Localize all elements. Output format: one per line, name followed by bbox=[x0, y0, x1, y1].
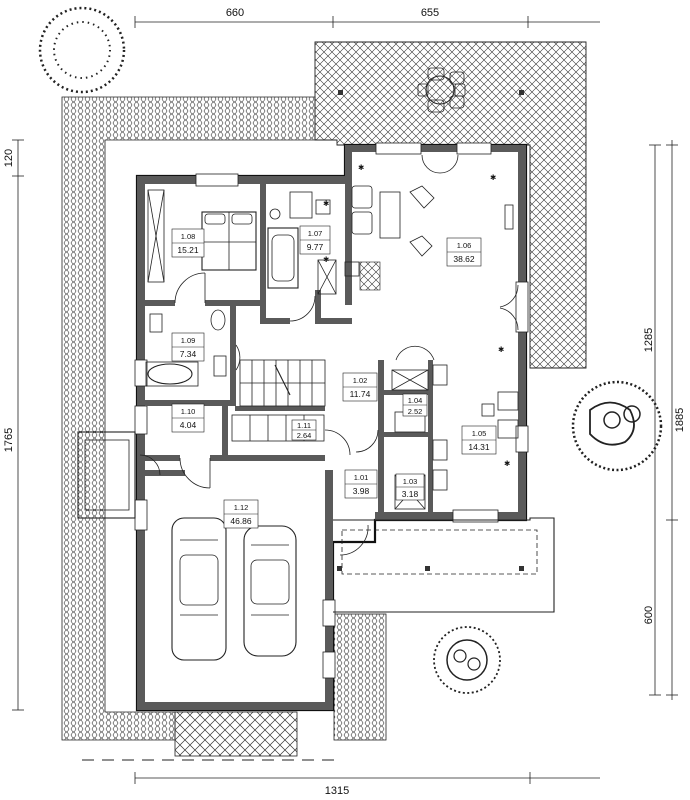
tree-top-left bbox=[38, 6, 126, 94]
svg-text:1.07: 1.07 bbox=[308, 229, 323, 238]
svg-text:✱: ✱ bbox=[498, 345, 505, 354]
svg-text:1.11: 1.11 bbox=[297, 421, 311, 430]
entrance-herringbone bbox=[174, 711, 298, 757]
dimension-lines bbox=[12, 16, 678, 784]
room-label-1-02: 1.02 11.74 bbox=[342, 372, 378, 402]
svg-text:✱: ✱ bbox=[358, 163, 365, 172]
svg-text:1.04: 1.04 bbox=[408, 396, 423, 405]
tree-bottom bbox=[433, 626, 501, 694]
svg-text:1.10: 1.10 bbox=[181, 407, 196, 416]
paving-right-bottom bbox=[333, 613, 387, 741]
svg-text:1.08: 1.08 bbox=[181, 232, 196, 241]
doors bbox=[139, 154, 519, 556]
svg-text:1.12: 1.12 bbox=[234, 503, 249, 512]
room-label-1-01: 1.01 3.98 bbox=[344, 469, 378, 499]
building-walls bbox=[134, 142, 529, 712]
svg-text:✱: ✱ bbox=[323, 199, 330, 208]
room-label-1-03: 1.03 3.18 bbox=[395, 473, 425, 501]
room-label-1-05: 1.05 14.31 bbox=[461, 425, 497, 455]
svg-text:1.03: 1.03 bbox=[403, 477, 418, 486]
svg-text:✱: ✱ bbox=[323, 255, 330, 264]
svg-text:2.52: 2.52 bbox=[408, 407, 423, 416]
svg-text:3.98: 3.98 bbox=[353, 486, 370, 496]
car-left bbox=[171, 517, 227, 661]
room-label-1-12: 1.12 46.86 bbox=[223, 499, 259, 529]
furniture: ✱ ✱ ✱ ✱ ✱ ✱ bbox=[145, 163, 519, 510]
svg-text:1.09: 1.09 bbox=[181, 336, 196, 345]
side-walkway bbox=[77, 431, 136, 519]
room-label-1-11: 1.11 2.64 bbox=[291, 419, 317, 441]
svg-text:3.18: 3.18 bbox=[402, 489, 419, 499]
dim-bottom-total: 1315 bbox=[325, 785, 349, 797]
dim-top-right: 655 bbox=[421, 7, 439, 19]
dim-left-main: 1765 bbox=[3, 428, 15, 452]
svg-text:✱: ✱ bbox=[490, 173, 497, 182]
svg-text:1.06: 1.06 bbox=[457, 241, 472, 250]
svg-text:9.77: 9.77 bbox=[307, 242, 324, 252]
dim-left-top: 120 bbox=[3, 149, 15, 167]
svg-text:1.01: 1.01 bbox=[354, 473, 369, 482]
svg-text:1.02: 1.02 bbox=[353, 376, 368, 385]
room-label-1-07: 1.07 9.77 bbox=[299, 225, 331, 255]
svg-text:4.04: 4.04 bbox=[180, 420, 197, 430]
svg-text:14.31: 14.31 bbox=[468, 442, 490, 452]
terrace-crosshatch bbox=[314, 41, 587, 369]
tree-right bbox=[571, 380, 663, 472]
svg-text:7.34: 7.34 bbox=[180, 349, 197, 359]
room-label-1-04: 1.04 2.52 bbox=[402, 393, 428, 417]
interior-walls bbox=[145, 184, 433, 515]
car-right bbox=[243, 525, 297, 657]
room-label-1-06: 1.06 38.62 bbox=[446, 237, 482, 267]
svg-text:11.74: 11.74 bbox=[350, 389, 371, 399]
stairs bbox=[231, 359, 326, 442]
room-label-1-10: 1.10 4.04 bbox=[171, 403, 205, 433]
svg-text:15.21: 15.21 bbox=[177, 245, 199, 255]
porch bbox=[333, 517, 555, 613]
svg-text:2.64: 2.64 bbox=[297, 431, 312, 440]
dim-top-left: 660 bbox=[226, 7, 244, 19]
dim-right-lower: 600 bbox=[643, 606, 655, 624]
dim-right-total: 1885 bbox=[674, 408, 686, 432]
svg-text:46.86: 46.86 bbox=[230, 516, 252, 526]
svg-text:1.05: 1.05 bbox=[472, 429, 487, 438]
dim-right-upper: 1285 bbox=[643, 328, 655, 352]
svg-text:✱: ✱ bbox=[504, 459, 511, 468]
room-label-1-08: 1.08 15.21 bbox=[171, 228, 205, 258]
terrace-table bbox=[338, 67, 524, 113]
svg-text:38.62: 38.62 bbox=[453, 254, 475, 264]
room-label-1-09: 1.09 7.34 bbox=[171, 332, 205, 362]
